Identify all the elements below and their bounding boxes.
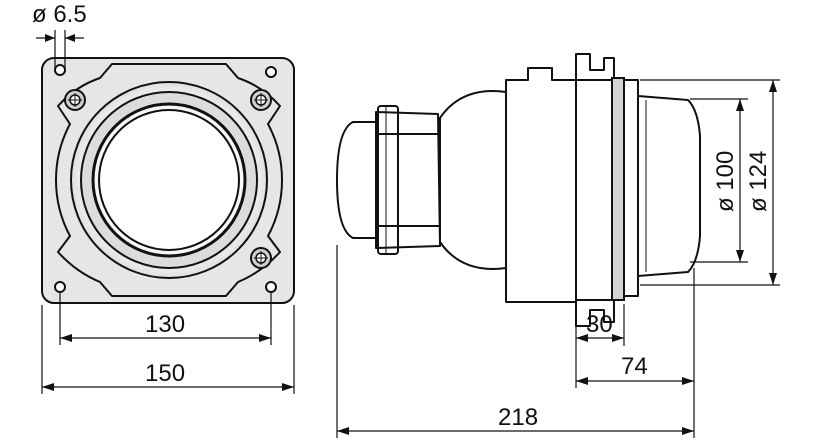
adjuster-screw-top-left: [64, 89, 86, 111]
retaining-ring: [623, 79, 639, 297]
lens-diameter-label: ø 100: [712, 151, 739, 212]
dimension-flange-to-rear: 30: [575, 304, 625, 346]
side-view: ø 100 ø 124 30 74: [336, 53, 780, 438]
flange-to-rear-label: 30: [586, 311, 613, 338]
rear-cap: [336, 121, 377, 239]
dimension-hole-diameter: ø 6.5: [32, 1, 87, 72]
lamp-housing: [55, 63, 283, 297]
front-lens: [637, 95, 701, 277]
mounting-hole-top-right: [265, 66, 277, 78]
dimension-ring-diameter: ø 124: [640, 79, 780, 286]
dimension-flange-depth: 74: [575, 268, 695, 388]
bracket-top: [575, 53, 615, 81]
bracket-bottom: [575, 299, 615, 327]
ring-diameter-label: ø 124: [745, 151, 772, 212]
flange-depth-label: 74: [621, 353, 648, 380]
dimension-flange-width: 150: [41, 305, 295, 394]
flange-ring: [611, 77, 625, 301]
housing-body: [505, 67, 577, 303]
total-length-label: 218: [498, 404, 538, 431]
reflector-bowl: [439, 90, 507, 270]
mounting-hole-top-left: [54, 64, 66, 76]
mounting-hole-bottom-left: [54, 281, 66, 293]
dimension-total-length: 218: [336, 245, 695, 438]
front-view: ø 6.5 130 150: [32, 1, 295, 394]
mounting-hole-bottom-right: [265, 281, 277, 293]
dimension-lens-diameter: ø 100: [690, 98, 748, 263]
socket-rib: [377, 105, 399, 255]
adjuster-screw-bottom-right: [250, 247, 272, 269]
rear-socket: [375, 111, 441, 249]
lens-inner: [98, 109, 240, 251]
dimension-hole-spacing: 130: [59, 292, 272, 345]
hole-diameter-label: ø 6.5: [32, 1, 87, 28]
hole-spacing-label: 130: [145, 311, 185, 338]
flange-width-label: 150: [145, 360, 185, 387]
adjuster-screw-top-right: [250, 89, 272, 111]
